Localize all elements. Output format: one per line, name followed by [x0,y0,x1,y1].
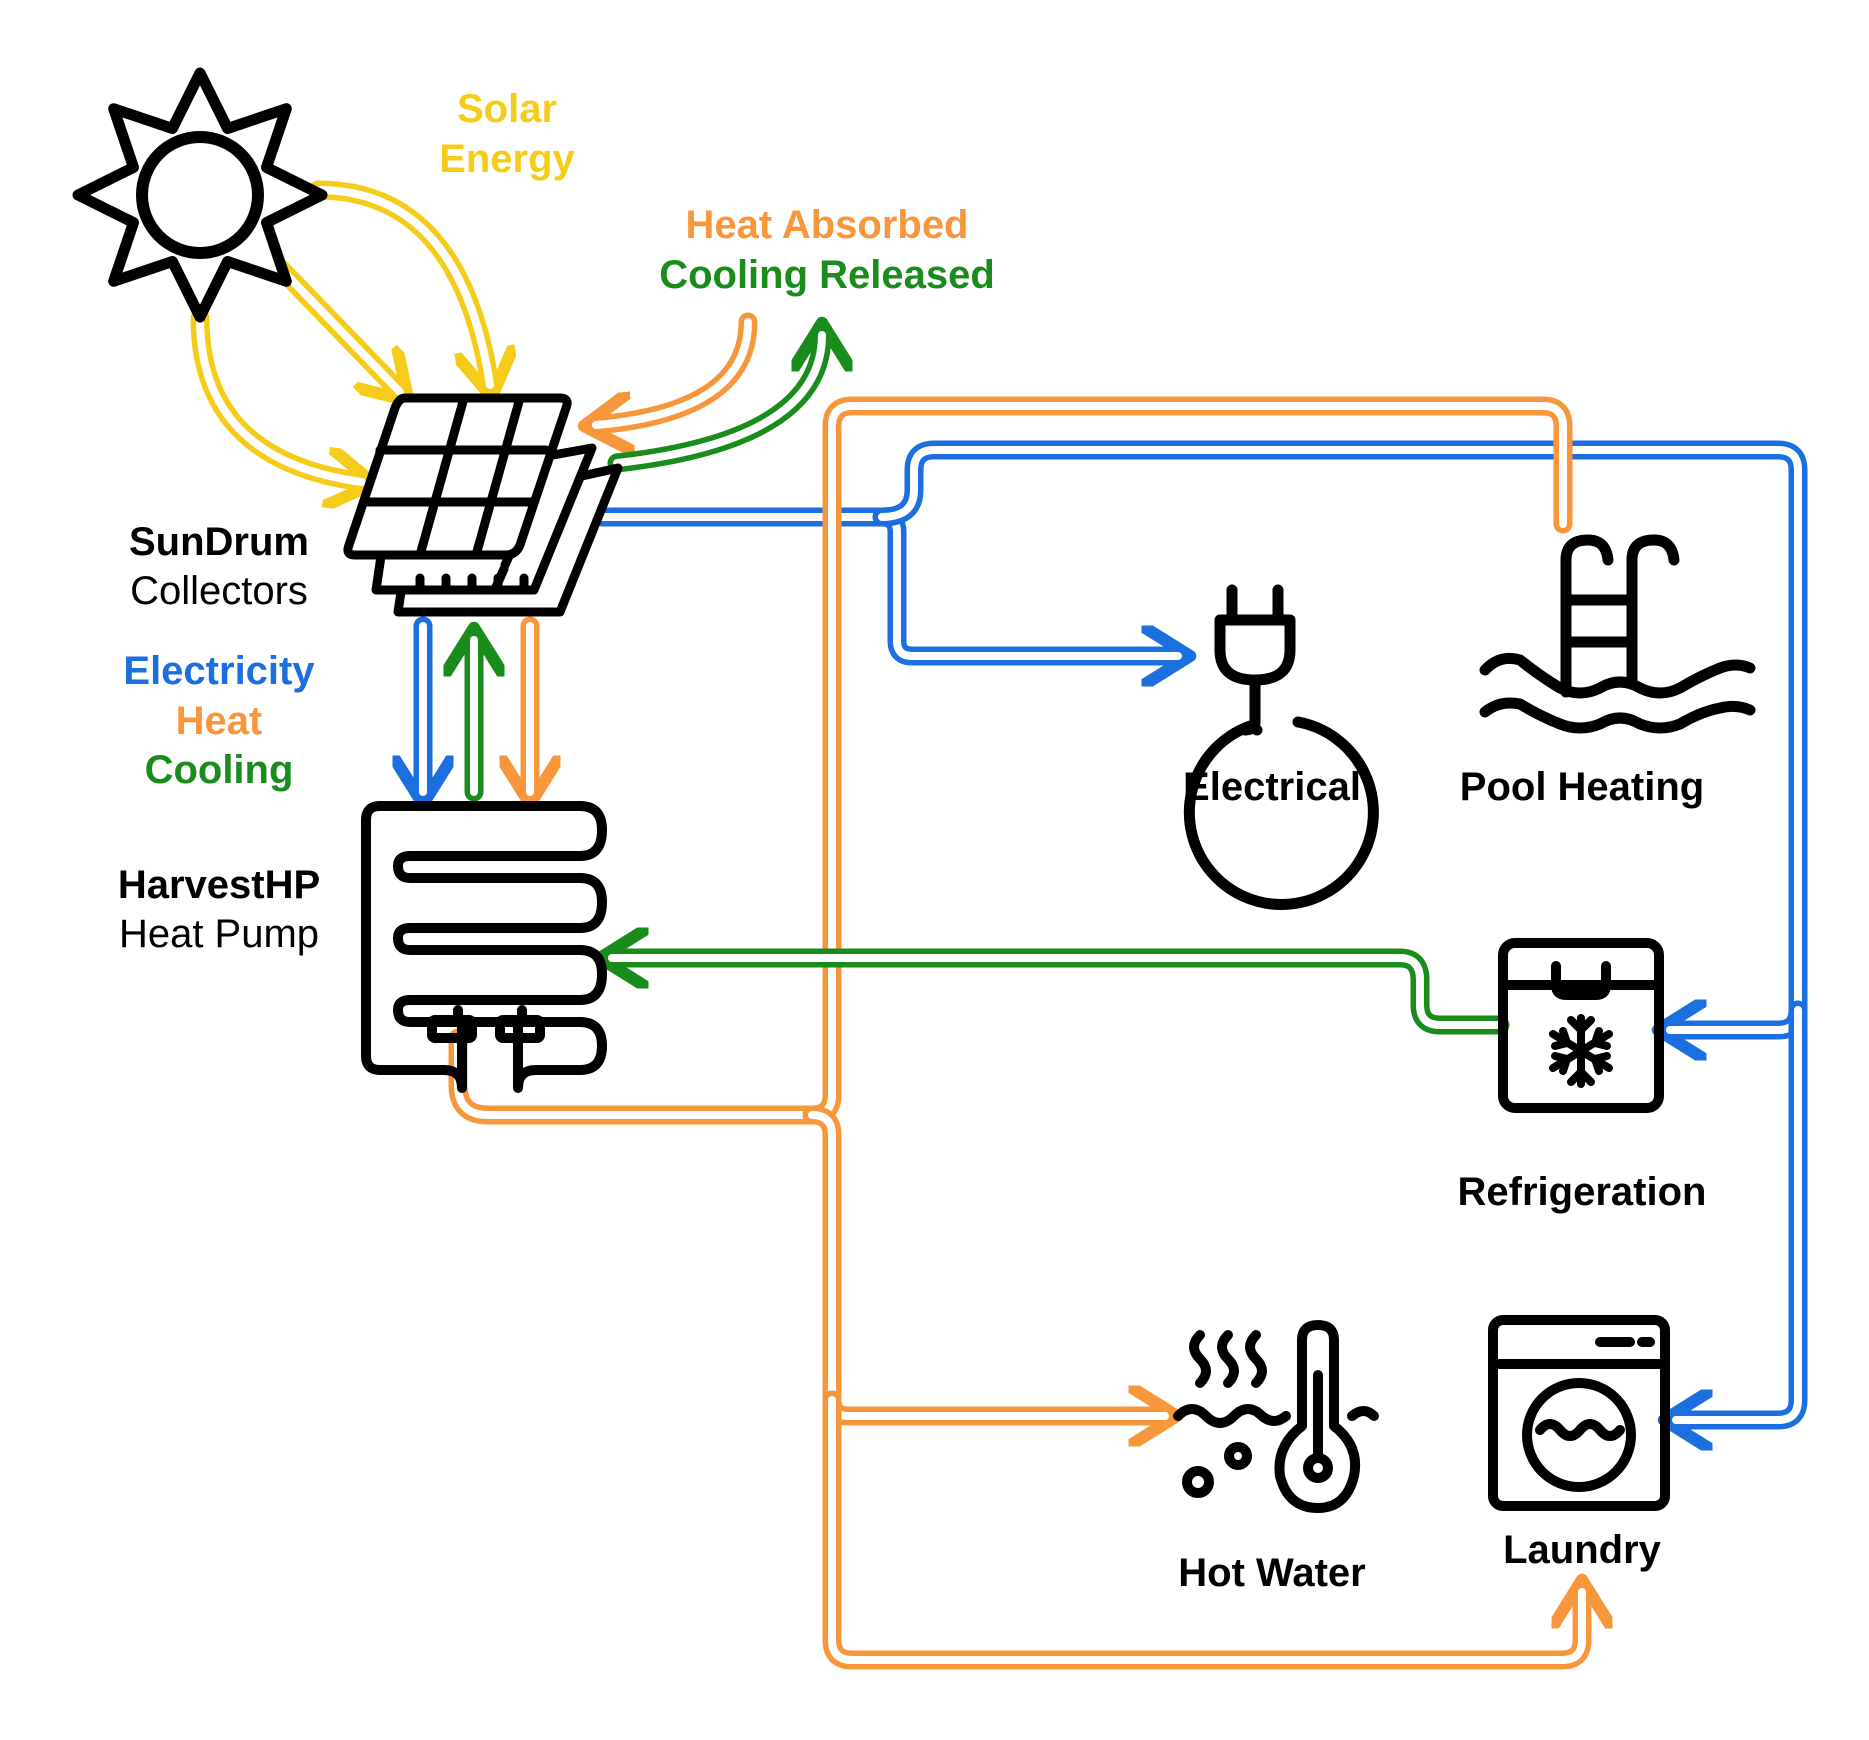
heat-absorbed-label: Heat Absorbed [685,203,968,247]
heat-pump-coil-icon [361,801,607,1093]
refrigeration-label: Refrigeration [1458,1170,1707,1214]
sundrum-name-label: SunDrum [129,520,309,564]
solar-flow-to-panel-left [190,308,362,482]
solar-energy-line-2: Energy [439,137,575,181]
freezer-icon [1498,938,1664,1113]
cooling-released-flow [607,335,822,473]
harvest-name-label: HarvestHP [118,863,320,907]
solar-energy-line-1: Solar [457,87,557,131]
heat-flow-to-laundry [822,1390,1582,1670]
sun-icon [72,67,328,323]
solar-flow-to-panel-mid [270,258,400,392]
legend-electricity: Electricity [123,649,315,693]
legend-heat: Heat [176,699,263,743]
electricity-flow-to-laundry [1676,1000,1808,1420]
pool-heating-label: Pool Heating [1460,765,1704,809]
cooling-released-label: Cooling Released [659,253,995,297]
laundry-label: Laundry [1503,1528,1662,1572]
electricity-flow-to-electrical [592,507,1178,656]
sundrum-desc-label: Collectors [130,569,308,613]
heat-absorbed-flow [596,312,758,425]
hot-water-thermometer-icon [1173,1320,1379,1513]
solar-panel-stack-icon [343,393,623,617]
harvest-desc-label: Heat Pump [119,912,319,956]
washing-machine-icon [1488,1315,1670,1511]
heat-flow-to-hot-water [802,1105,1165,1416]
flow-pipes [190,180,1808,1670]
solar-flow-to-panel-top [308,180,490,385]
hot-water-label: Hot Water [1178,1551,1365,1595]
solar-energy-label: Solar Energy [439,87,575,181]
heat-flow-pump-outlet [448,396,1573,1125]
electric-plug-icon [1183,584,1379,910]
pool-ladder-icon [1479,534,1756,734]
electrical-label: Electrical [1183,765,1361,809]
cooling-flow-refrigeration-to-pump [612,958,1510,1035]
legend-cooling: Cooling [145,748,294,792]
